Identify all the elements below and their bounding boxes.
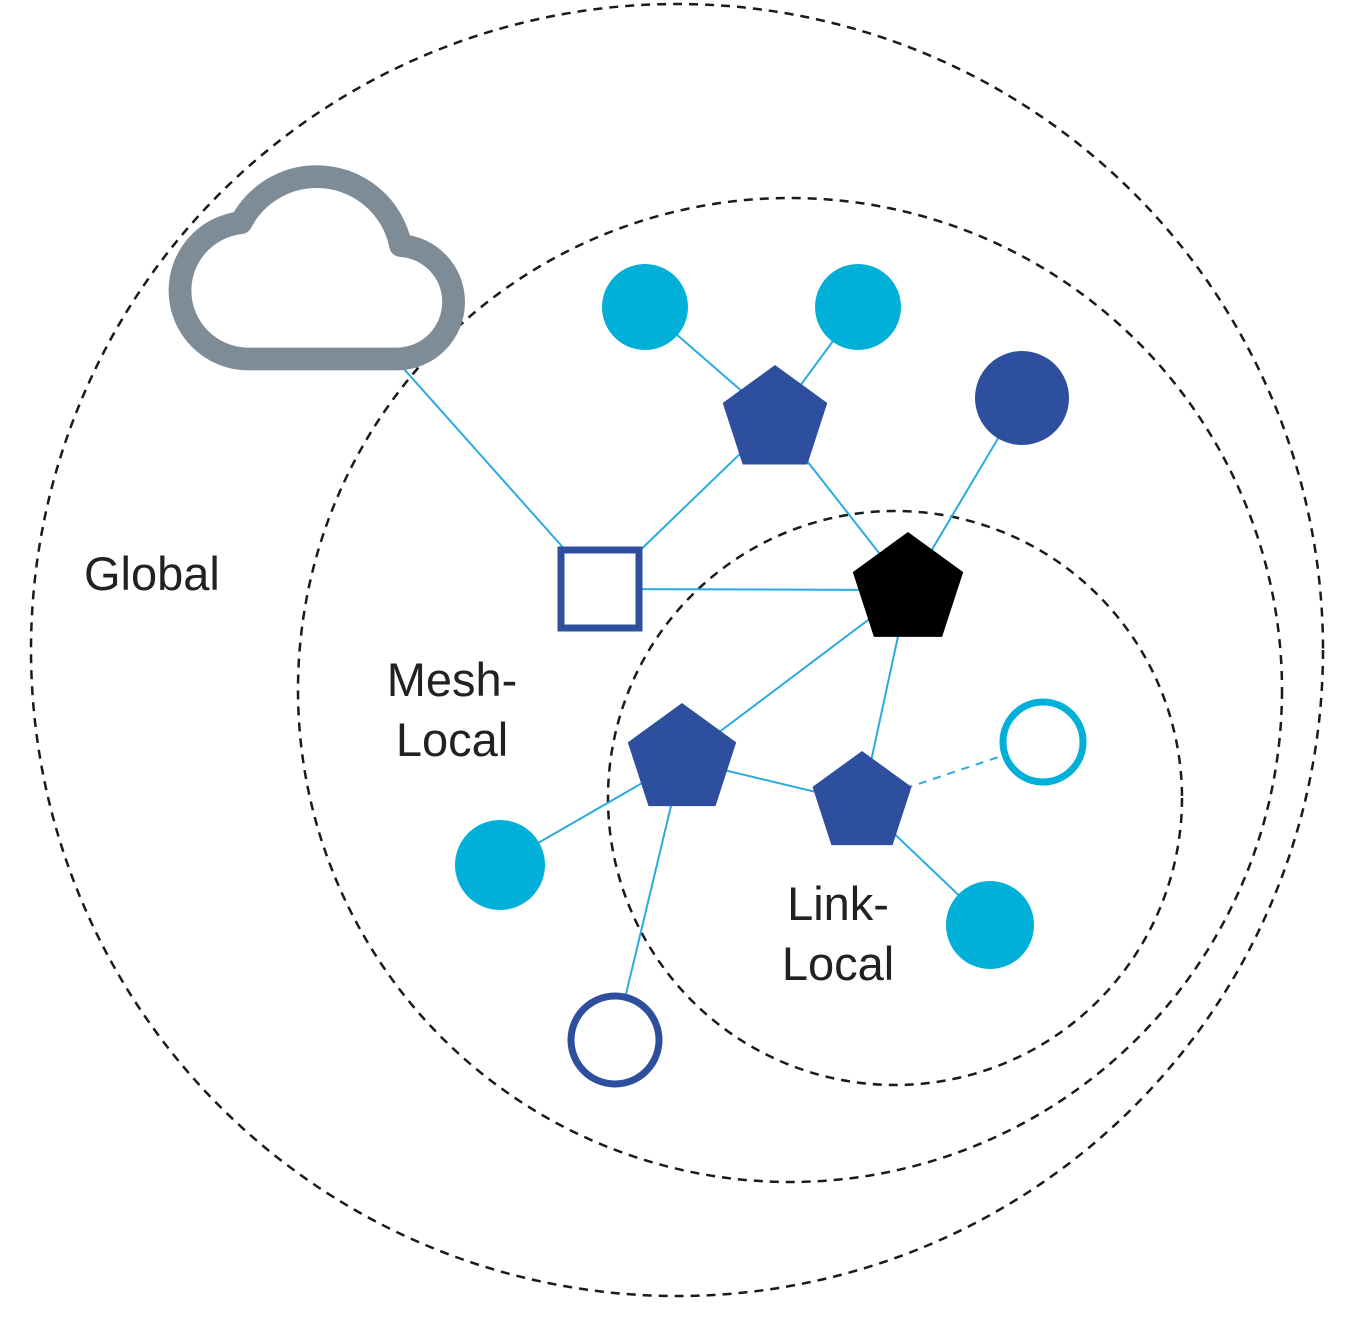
scope-label-global: Global	[84, 547, 220, 600]
end-device-node	[815, 264, 901, 350]
router-node	[722, 365, 828, 465]
scope-circle-link-local	[606, 509, 1184, 1087]
router-node	[812, 751, 912, 846]
scope-circle-mesh-local	[296, 196, 1284, 1184]
scope-circle-global	[29, 2, 1325, 1298]
link-edge	[614, 759, 683, 1041]
scope-label-mesh-local: Mesh- Local	[386, 653, 518, 766]
end-device-node	[946, 881, 1034, 969]
leader-node	[852, 532, 964, 637]
scope-label-link-local: Link- Local	[781, 877, 895, 990]
hollow-device-node	[567, 992, 663, 1088]
end-device-node	[455, 820, 545, 910]
end-device-node	[602, 264, 688, 350]
router-node	[627, 703, 737, 807]
link-edge	[599, 588, 909, 591]
internet-cloud-icon	[168, 165, 465, 371]
end-device-node	[975, 351, 1069, 445]
border-router-node	[557, 546, 643, 632]
hollow-device-node	[999, 698, 1087, 786]
